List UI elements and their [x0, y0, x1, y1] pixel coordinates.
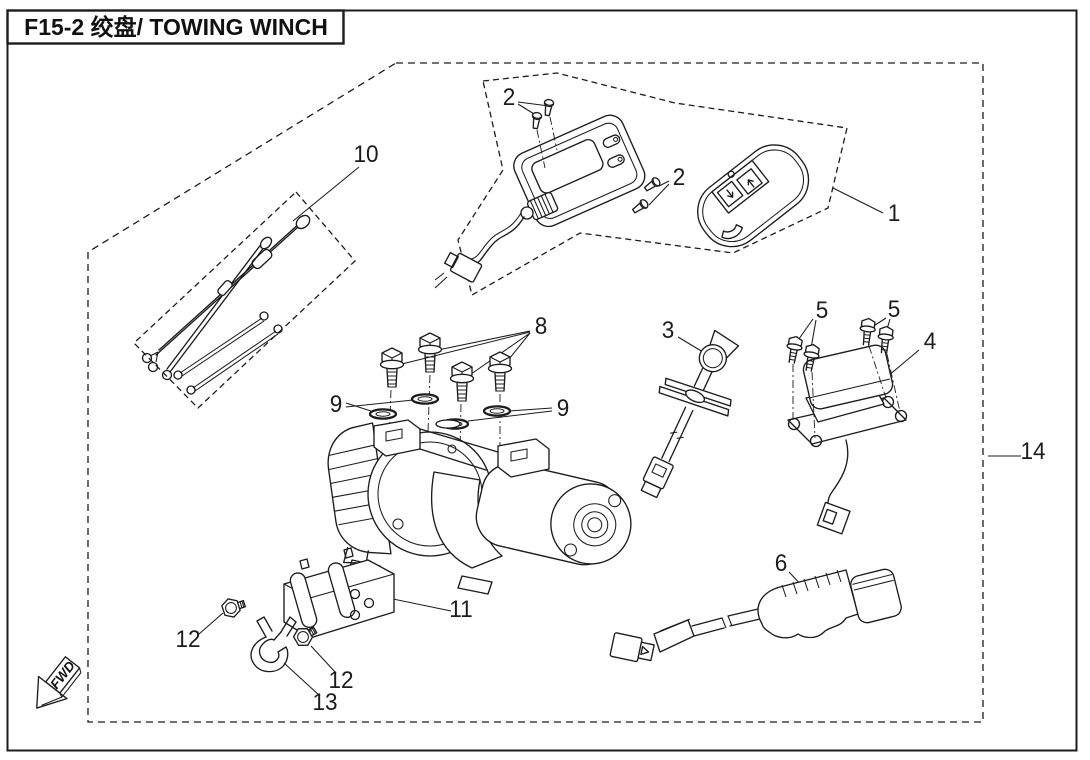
contactor-drawing — [787, 344, 908, 535]
callout-4: 4 — [923, 328, 937, 355]
clutch-cable-drawing — [640, 329, 740, 499]
callout-2a: 2 — [502, 84, 516, 111]
receiver-drawing — [434, 114, 646, 289]
callout-12a: 12 — [175, 626, 201, 653]
winch-assembly-drawing — [327, 419, 632, 595]
page-title: F15-2 绞盘/ TOWING WINCH — [24, 14, 328, 40]
page-border — [6, 9, 1078, 752]
title-box — [6, 9, 345, 45]
remote-kit-boundary-dashed — [457, 72, 848, 296]
bolt-5-drawings — [783, 317, 901, 439]
cable-kit-drawing — [141, 214, 311, 395]
corded-switch-drawing — [609, 568, 902, 663]
callout-8: 8 — [534, 313, 548, 340]
callout-14: 14 — [1020, 438, 1046, 465]
callout-5a: 5 — [815, 297, 829, 324]
fairlead-drawing — [283, 547, 395, 639]
callout-11: 11 — [449, 596, 473, 623]
remote-fob-drawing — [697, 144, 810, 248]
callout-6: 6 — [774, 550, 788, 577]
callout-10: 10 — [353, 141, 379, 168]
fwd-arrow: FWD — [36, 656, 82, 709]
callout-5b: 5 — [887, 296, 901, 323]
callout-13: 13 — [312, 689, 338, 716]
callout-1: 1 — [887, 200, 901, 227]
callout-12b: 12 — [328, 667, 354, 694]
cable-kit-boundary-dashed — [133, 191, 356, 409]
callout-2b: 2 — [672, 164, 686, 191]
diagram-boundary-dashed — [87, 62, 984, 723]
callout-9b: 9 — [556, 395, 570, 422]
hook-drawing — [250, 616, 297, 673]
screw-2-drawings — [530, 98, 663, 216]
callout-3: 3 — [661, 317, 675, 344]
callout-9a: 9 — [329, 391, 343, 418]
